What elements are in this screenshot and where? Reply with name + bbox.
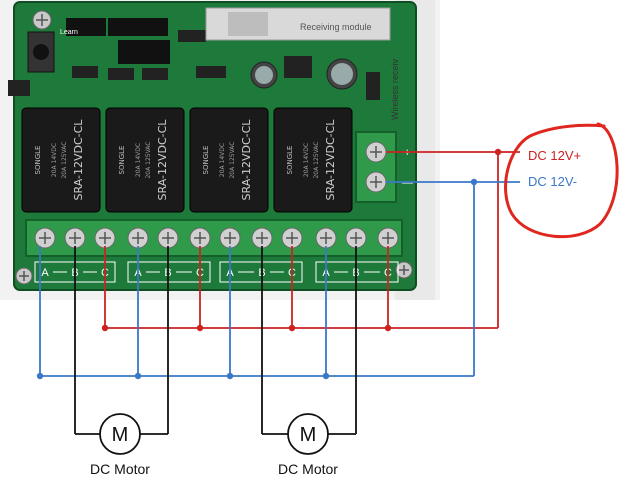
pin-label: A bbox=[41, 267, 49, 279]
screw-slot bbox=[69, 232, 81, 244]
relay-rating-dc: 20A 14VDC bbox=[51, 143, 58, 177]
terminal-minus-label: — bbox=[402, 177, 413, 189]
wire-junction bbox=[196, 324, 204, 332]
learn-label: Learn bbox=[60, 29, 78, 36]
relay-brand: SONGLE bbox=[118, 146, 126, 175]
motor-letter: M bbox=[300, 424, 317, 446]
dc-negative-label: DC 12V- bbox=[528, 174, 577, 189]
screw-slot bbox=[39, 232, 51, 244]
output-terminal-screws bbox=[34, 227, 399, 249]
relay-model: SRA-12VDC-CL bbox=[156, 119, 169, 201]
screw-slot bbox=[194, 232, 206, 244]
wire-junction bbox=[134, 372, 142, 380]
relay-body bbox=[21, 107, 101, 213]
relay-body bbox=[273, 107, 353, 213]
terminal-plus-label: + bbox=[404, 147, 410, 159]
relay-body bbox=[189, 107, 269, 213]
relay-model: SRA-12VDC-CL bbox=[240, 119, 253, 201]
output-terminal-block bbox=[25, 219, 403, 257]
wire-junction bbox=[494, 148, 502, 156]
wire-junction bbox=[226, 372, 234, 380]
module-label: Receiving module bbox=[300, 22, 372, 32]
wire-junction bbox=[101, 324, 109, 332]
motor-label: DC Motor bbox=[278, 461, 338, 477]
screw-slot bbox=[350, 232, 362, 244]
screw-slot bbox=[256, 232, 268, 244]
relay-rating-dc: 20A 14VDC bbox=[219, 143, 226, 177]
pin-group-box bbox=[127, 261, 211, 283]
screw-slot bbox=[382, 232, 394, 244]
wireless-label: Wireless receiv bbox=[390, 58, 400, 120]
motor-letter: M bbox=[112, 424, 129, 446]
relay-rating-ac: 20A 125VAC bbox=[145, 141, 152, 178]
dc-motor: M DC Motor bbox=[90, 413, 150, 477]
relay-model: SRA-12VDC-CL bbox=[72, 119, 85, 201]
pin-group-box bbox=[219, 261, 303, 283]
motor-label: DC Motor bbox=[90, 461, 150, 477]
mounting-screws bbox=[15, 10, 413, 285]
relay-brand: SONGLE bbox=[202, 146, 210, 175]
wire-junction bbox=[384, 324, 392, 332]
screw-slot bbox=[286, 232, 298, 244]
relay-brand: SONGLE bbox=[286, 146, 294, 175]
wire-junction bbox=[470, 178, 478, 186]
wire-junction bbox=[322, 372, 330, 380]
motor-symbol bbox=[287, 413, 329, 455]
relay-model: SRA-12VDC-CL bbox=[324, 119, 337, 201]
relay-rating-ac: 20A 125VAC bbox=[313, 141, 320, 178]
screw-slot bbox=[132, 232, 144, 244]
wire-junction bbox=[288, 324, 296, 332]
screw-slot bbox=[99, 232, 111, 244]
highlight-circle bbox=[504, 122, 619, 239]
dc-motor: M DC Motor bbox=[278, 413, 338, 477]
relay-body bbox=[105, 107, 185, 213]
screw-slot bbox=[320, 232, 332, 244]
relay-rating-ac: 20A 125VAC bbox=[61, 141, 68, 178]
screw-slot bbox=[224, 232, 236, 244]
wires bbox=[36, 148, 520, 435]
wire-junction bbox=[36, 372, 44, 380]
relay-rating-dc: 20A 14VDC bbox=[135, 143, 142, 177]
relay-rating-ac: 20A 125VAC bbox=[229, 141, 236, 178]
screw-slot bbox=[162, 232, 174, 244]
dc-positive-label: DC 12V+ bbox=[528, 148, 581, 163]
motor-symbol bbox=[99, 413, 141, 455]
relay-brand: SONGLE bbox=[34, 146, 42, 175]
pin-group-box bbox=[315, 261, 399, 283]
relay-rating-dc: 20A 14VDC bbox=[303, 143, 310, 177]
top-components bbox=[8, 7, 391, 100]
motors: M DC Motor M DC Motor bbox=[90, 413, 338, 477]
